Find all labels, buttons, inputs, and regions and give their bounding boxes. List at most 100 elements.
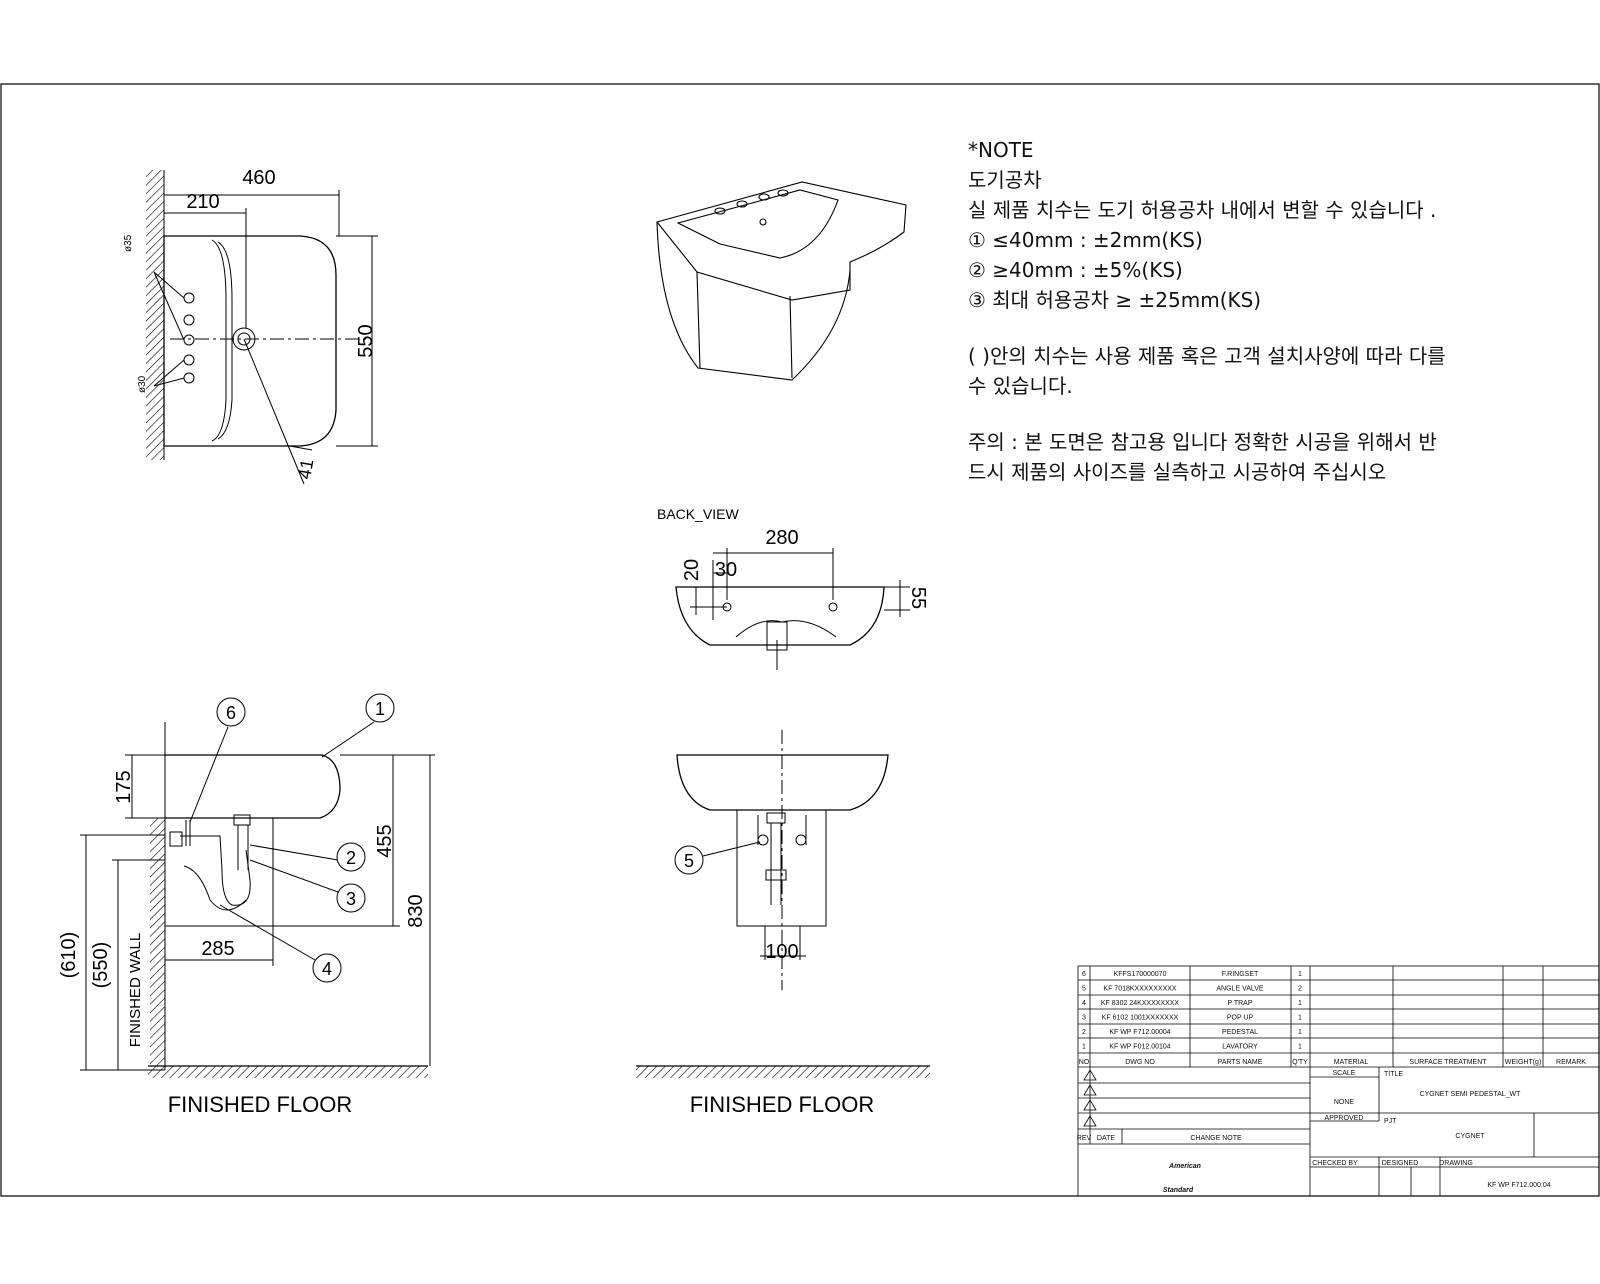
- side-view: [80, 721, 435, 1078]
- header-weight: WEIGHT(g): [1505, 1059, 1542, 1066]
- note-tolerance-3: ③ 최대 허용공차 ≥ ±25mm(KS): [968, 288, 1262, 312]
- note-para3-line1: 주의 : 본 도면은 참고용 입니다 정확한 시공을 위해서 반: [968, 430, 1437, 454]
- dim-610: (610): [58, 932, 80, 979]
- parts-cell-qty: 1: [1298, 971, 1302, 978]
- dim-41: 41: [294, 457, 317, 480]
- dim-175: 175: [113, 770, 135, 803]
- dim-550: 550: [355, 324, 377, 357]
- dim-30: 30: [715, 559, 737, 581]
- parts-cell-no: 2: [1082, 1029, 1086, 1036]
- dim-100: 100: [765, 941, 798, 963]
- parts-cell-dwg: KF WP F712.00004: [1109, 1029, 1170, 1036]
- balloon-3: 3: [346, 889, 356, 909]
- back-view-label: BACK_VIEW: [657, 506, 739, 522]
- finished-floor-label-front: FINISHED FLOOR: [690, 1092, 875, 1117]
- note-tolerance-1: ① ≤40mm : ±2mm(KS): [968, 228, 1203, 252]
- dim-830: 830: [405, 894, 427, 927]
- header-no: NO: [1079, 1059, 1090, 1066]
- balloon-2: 2: [346, 848, 356, 868]
- back-view: [675, 548, 910, 670]
- dim-460: 460: [242, 167, 275, 189]
- scale-label: SCALE: [1333, 1070, 1356, 1077]
- parts-cell-dwg: KF 7018KXXXXXXXXX: [1103, 986, 1176, 993]
- change-note-label: CHANGE NOTE: [1190, 1135, 1242, 1142]
- parts-cell-qty: 2: [1298, 986, 1302, 993]
- parts-cell-no: 5: [1082, 986, 1086, 993]
- parts-cell-qty: 1: [1298, 1015, 1302, 1022]
- dim-455: 455: [374, 824, 396, 857]
- header-name: PARTS NAME: [1218, 1059, 1263, 1066]
- side-balloons: [216, 693, 395, 983]
- svg-text:Standard: Standard: [1163, 1187, 1194, 1194]
- isometric-view: [656, 181, 907, 381]
- parts-cell-name: F.RINGSET: [1222, 971, 1259, 978]
- note-subtitle: 도기공차: [968, 168, 1042, 192]
- dim-20: 20: [681, 559, 703, 581]
- note-para3-line2: 드시 제품의 사이즈를 실측하고 시공하여 주십시오: [968, 460, 1387, 484]
- note-tolerance-2: ② ≥40mm : ±5%(KS): [968, 258, 1183, 282]
- balloon-6: 6: [226, 703, 236, 723]
- parts-cell-dwg: KFFS170000070: [1114, 971, 1167, 978]
- pjt-label: PJT: [1384, 1118, 1397, 1125]
- dim-hole-35: ø35: [123, 234, 134, 252]
- american-standard-logo: American Standard: [1163, 1163, 1201, 1194]
- note-para2-line2: 수 있습니다.: [968, 374, 1073, 398]
- parts-cell-no: 4: [1082, 1000, 1086, 1007]
- header-dwg: DWG NO: [1125, 1059, 1155, 1066]
- designed-label: DESIGNED: [1382, 1160, 1419, 1167]
- front-floor-hatch: [636, 1066, 930, 1078]
- drawing-title: CYGNET SEMI PEDESTAL_WT: [1420, 1091, 1522, 1098]
- approved-label: APPROVED: [1325, 1115, 1364, 1122]
- note-para2-line1: ( )안의 치수는 사용 제품 혹은 고객 설치사양에 따라 다를: [968, 344, 1446, 368]
- parts-cell-name: P TRAP: [1227, 1000, 1252, 1007]
- header-material: MATERIAL: [1334, 1059, 1369, 1066]
- dim-280: 280: [765, 527, 798, 549]
- notes-block: *NOTE 도기공차 실 제품 치수는 도기 허용공차 내에서 변할 수 있습니…: [968, 135, 1568, 487]
- title-block: 6 KFFS170000070 F.RINGSET 1 5 KF 7018KXXXXXXX…: [1077, 965, 1600, 1197]
- scale-value: NONE: [1334, 1099, 1355, 1106]
- parts-cell-no: 6: [1082, 971, 1086, 978]
- finished-floor-label-side: FINISHED FLOOR: [168, 1092, 353, 1117]
- balloon-4: 4: [322, 959, 332, 979]
- parts-cell-name: POP UP: [1227, 1015, 1254, 1022]
- balloon-5: 5: [684, 851, 694, 871]
- side-floor-hatch: [148, 1066, 428, 1078]
- top-view: [146, 170, 378, 485]
- checked-by-label: CHECKED BY: [1312, 1160, 1358, 1167]
- dim-550-side: (550): [90, 942, 112, 989]
- note-title: *NOTE: [968, 138, 1034, 162]
- drawing-number: KF WP F712.000.04: [1487, 1182, 1550, 1189]
- parts-cell-no: 1: [1082, 1044, 1086, 1051]
- front-view: [636, 730, 930, 1078]
- header-qty: Q'TY: [1292, 1059, 1308, 1066]
- drawing-label: DRAWING: [1439, 1160, 1473, 1167]
- dim-285: 285: [201, 938, 234, 960]
- parts-cell-name: PEDESTAL: [1222, 1029, 1258, 1036]
- finished-wall-label: FINISHED WALL: [127, 933, 144, 1047]
- sheet-border: [0, 83, 1600, 1197]
- side-wall-hatch: [150, 818, 165, 1066]
- parts-cell-name: LAVATORY: [1222, 1044, 1258, 1051]
- parts-cell-dwg: KF 8302 24KXXXXXXXX: [1101, 1000, 1180, 1007]
- title-label: TITLE: [1384, 1071, 1403, 1078]
- date-label: DATE: [1097, 1135, 1115, 1142]
- parts-cell-no: 3: [1082, 1015, 1086, 1022]
- parts-cell-name: ANGLE VALVE: [1216, 986, 1264, 993]
- wall-hatch: [146, 170, 164, 460]
- balloon-5-circle: [674, 845, 704, 875]
- parts-cell-qty: 1: [1298, 1000, 1302, 1007]
- rev-label: REV: [1077, 1135, 1092, 1142]
- parts-cell-qty: 1: [1298, 1044, 1302, 1051]
- note-line1: 실 제품 치수는 도기 허용공차 내에서 변할 수 있습니다 .: [968, 198, 1437, 222]
- project-name: CYGNET: [1455, 1133, 1485, 1140]
- header-remark: REMARK: [1556, 1059, 1586, 1066]
- dim-hole-30: ø30: [137, 375, 148, 393]
- parts-cell-dwg: KF 6102 1001XXXXXXX: [1102, 1015, 1179, 1022]
- parts-cell-qty: 1: [1298, 1029, 1302, 1036]
- parts-cell-dwg: KF WP F012.00104: [1109, 1044, 1170, 1051]
- hole-icon: [183, 292, 195, 304]
- revision-triangles: [1083, 1069, 1097, 1127]
- balloon-1: 1: [375, 699, 385, 719]
